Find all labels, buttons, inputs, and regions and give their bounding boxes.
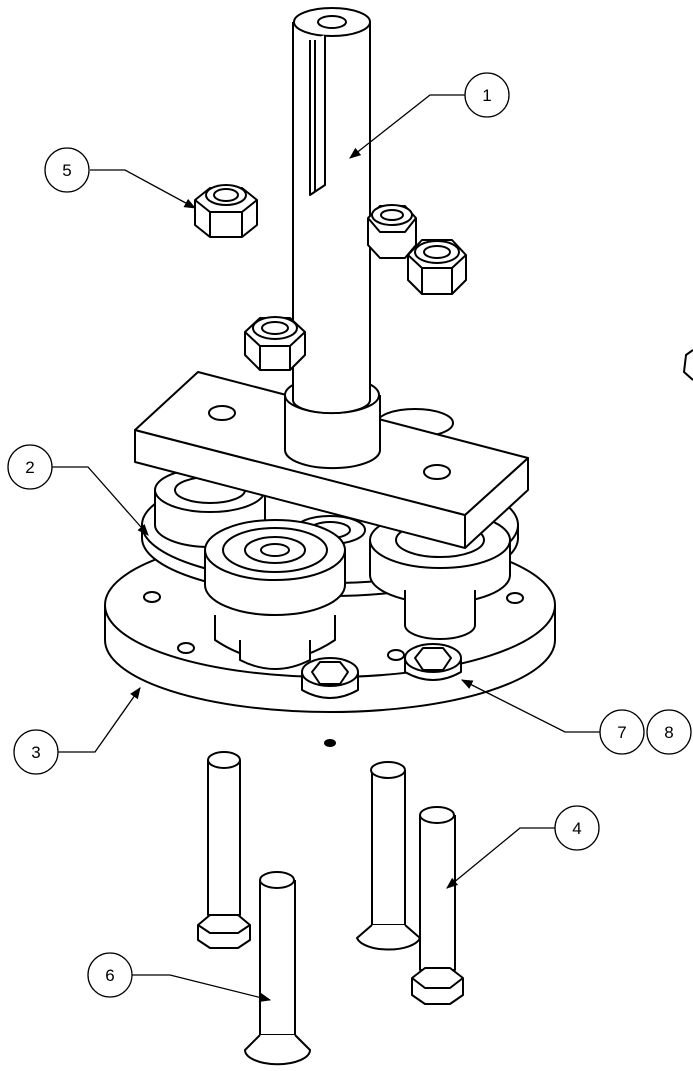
roller-front [204,519,346,670]
bolt-right [411,806,464,1005]
balloon-circle [7,444,53,490]
balloon-circle [646,709,692,755]
nut-4 [244,316,306,371]
balloon-label: 6 [105,966,114,985]
bolt-head-left [301,657,359,699]
balloon-1: 1 [464,72,510,118]
shaft [284,7,381,470]
balloon-8: 8 [646,709,692,755]
leader-3 [58,687,141,753]
balloon-label: 7 [617,723,626,742]
nut-2 [367,204,417,259]
bolt-head-right [404,643,462,681]
balloon-2: 2 [7,444,53,490]
balloon-7: 7 [599,709,645,755]
leader-1 [349,94,465,159]
balloon-4: 4 [554,805,600,851]
balloon-circle [87,952,133,998]
leader-5 [90,169,197,209]
balloon-3: 3 [13,729,59,775]
leader-2 [52,466,149,536]
balloon-circle [44,147,90,193]
nut-1 [194,184,258,238]
balloon-circle [599,709,645,755]
balloon-circle [464,72,510,118]
balloon-circle [13,729,59,775]
balloon-label: 2 [25,458,34,477]
nut-partial-right [683,349,693,381]
nut-3 [407,239,467,295]
balloon-6: 6 [87,952,133,998]
bolt-left [197,751,251,949]
balloon-label: 4 [572,819,581,838]
balloon-label: 1 [482,86,491,105]
balloon-5: 5 [44,147,90,193]
leader-7-8 [460,679,600,733]
leader-4 [446,827,555,889]
balloon-circle [554,805,600,851]
balloon-label: 8 [664,723,673,742]
balloon-label: 5 [62,161,71,180]
screw-front [244,871,311,1066]
screw-center [356,761,421,951]
leader-6 [130,974,272,1002]
balloon-label: 3 [31,743,40,762]
